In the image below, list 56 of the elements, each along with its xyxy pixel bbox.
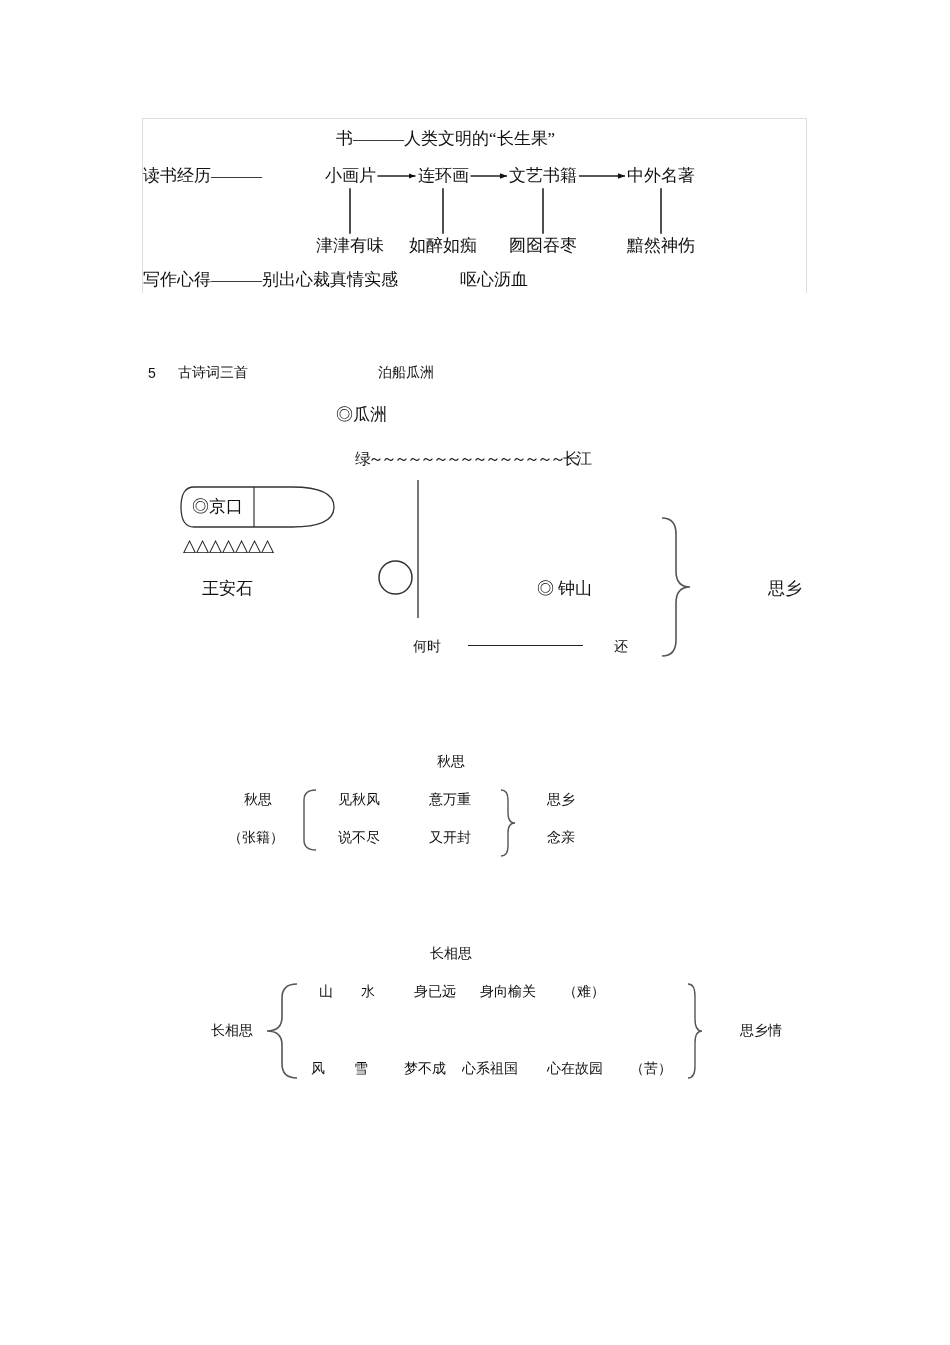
boat-shape	[180, 486, 335, 528]
theme-text: 思乡情	[740, 1022, 782, 1040]
circle-outline	[378, 560, 413, 595]
arrow	[376, 173, 417, 179]
phrase-text: 意万重	[429, 791, 471, 809]
place-name: ◎ 钟山	[537, 578, 593, 600]
connector-line	[349, 187, 351, 235]
section-title: 古诗词三首	[178, 364, 248, 382]
word-text: 风	[311, 1060, 325, 1078]
triangle-row: △△△△△△△	[183, 535, 274, 557]
connector-line	[542, 187, 544, 235]
feeling-text: 囫囵吞枣	[509, 235, 577, 257]
arrow	[578, 173, 626, 179]
feeling-text: 如醉如痴	[409, 235, 477, 257]
poem-name: 长相思	[211, 1022, 253, 1040]
stage-text: 文艺书籍	[509, 165, 577, 187]
place-name: ◎京口	[192, 497, 243, 518]
arrow	[469, 173, 508, 179]
word-text: 雪	[354, 1060, 368, 1078]
phrase-text: 心在故园	[547, 1060, 603, 1078]
river-text: 绿～～～～～～～～～～～～～～～长江	[355, 449, 591, 469]
row-heading: 读书经历———	[143, 165, 262, 187]
phrase-text: 见秋风	[338, 791, 380, 809]
connector-line	[660, 187, 662, 235]
stage-text: 小画片	[324, 165, 376, 187]
phrase-text: 心系祖国	[462, 1060, 518, 1078]
stage-text: 连环画	[417, 165, 469, 187]
phrase-text: 还	[614, 638, 628, 656]
section-number: 5	[148, 364, 156, 382]
feeling-text: 津津有味	[316, 235, 384, 257]
theme-text: 思乡	[547, 791, 575, 809]
phrase-text: 何时	[413, 638, 441, 656]
poet-name: （张籍）	[228, 829, 284, 847]
note-text: （苦）	[630, 1060, 672, 1078]
phrase-text: 身已远	[414, 983, 456, 1001]
phrase-text: 梦不成	[404, 1060, 446, 1078]
connector-line	[442, 187, 444, 235]
poem-name: 秋思	[244, 791, 272, 809]
poem-title: 泊船瓜洲	[378, 364, 434, 382]
theme-text: 念亲	[547, 829, 575, 847]
stage-text: 中外名著	[627, 165, 695, 187]
word-text: 水	[361, 983, 375, 1001]
poem-title: 长相思	[430, 945, 472, 963]
feeling-text: 黯然神伤	[627, 235, 695, 257]
phrase-text: 身向榆关	[480, 983, 536, 1001]
place-name: ◎瓜洲	[336, 404, 387, 426]
row-text: 写作心得———别出心裁真情实感	[143, 269, 398, 291]
phrase-text: 又开封	[429, 829, 471, 847]
poem-title: 秋思	[437, 753, 465, 771]
phrase-text: 呕心沥血	[460, 269, 528, 291]
poet-name: 王安石	[202, 578, 253, 600]
note-text: （难）	[563, 983, 605, 1001]
phrase-text: 说不尽	[338, 829, 380, 847]
word-text: 山	[319, 983, 333, 1001]
section-heading: 书———人类文明的“长生果”	[336, 128, 556, 150]
theme-text: 思乡	[768, 578, 802, 600]
